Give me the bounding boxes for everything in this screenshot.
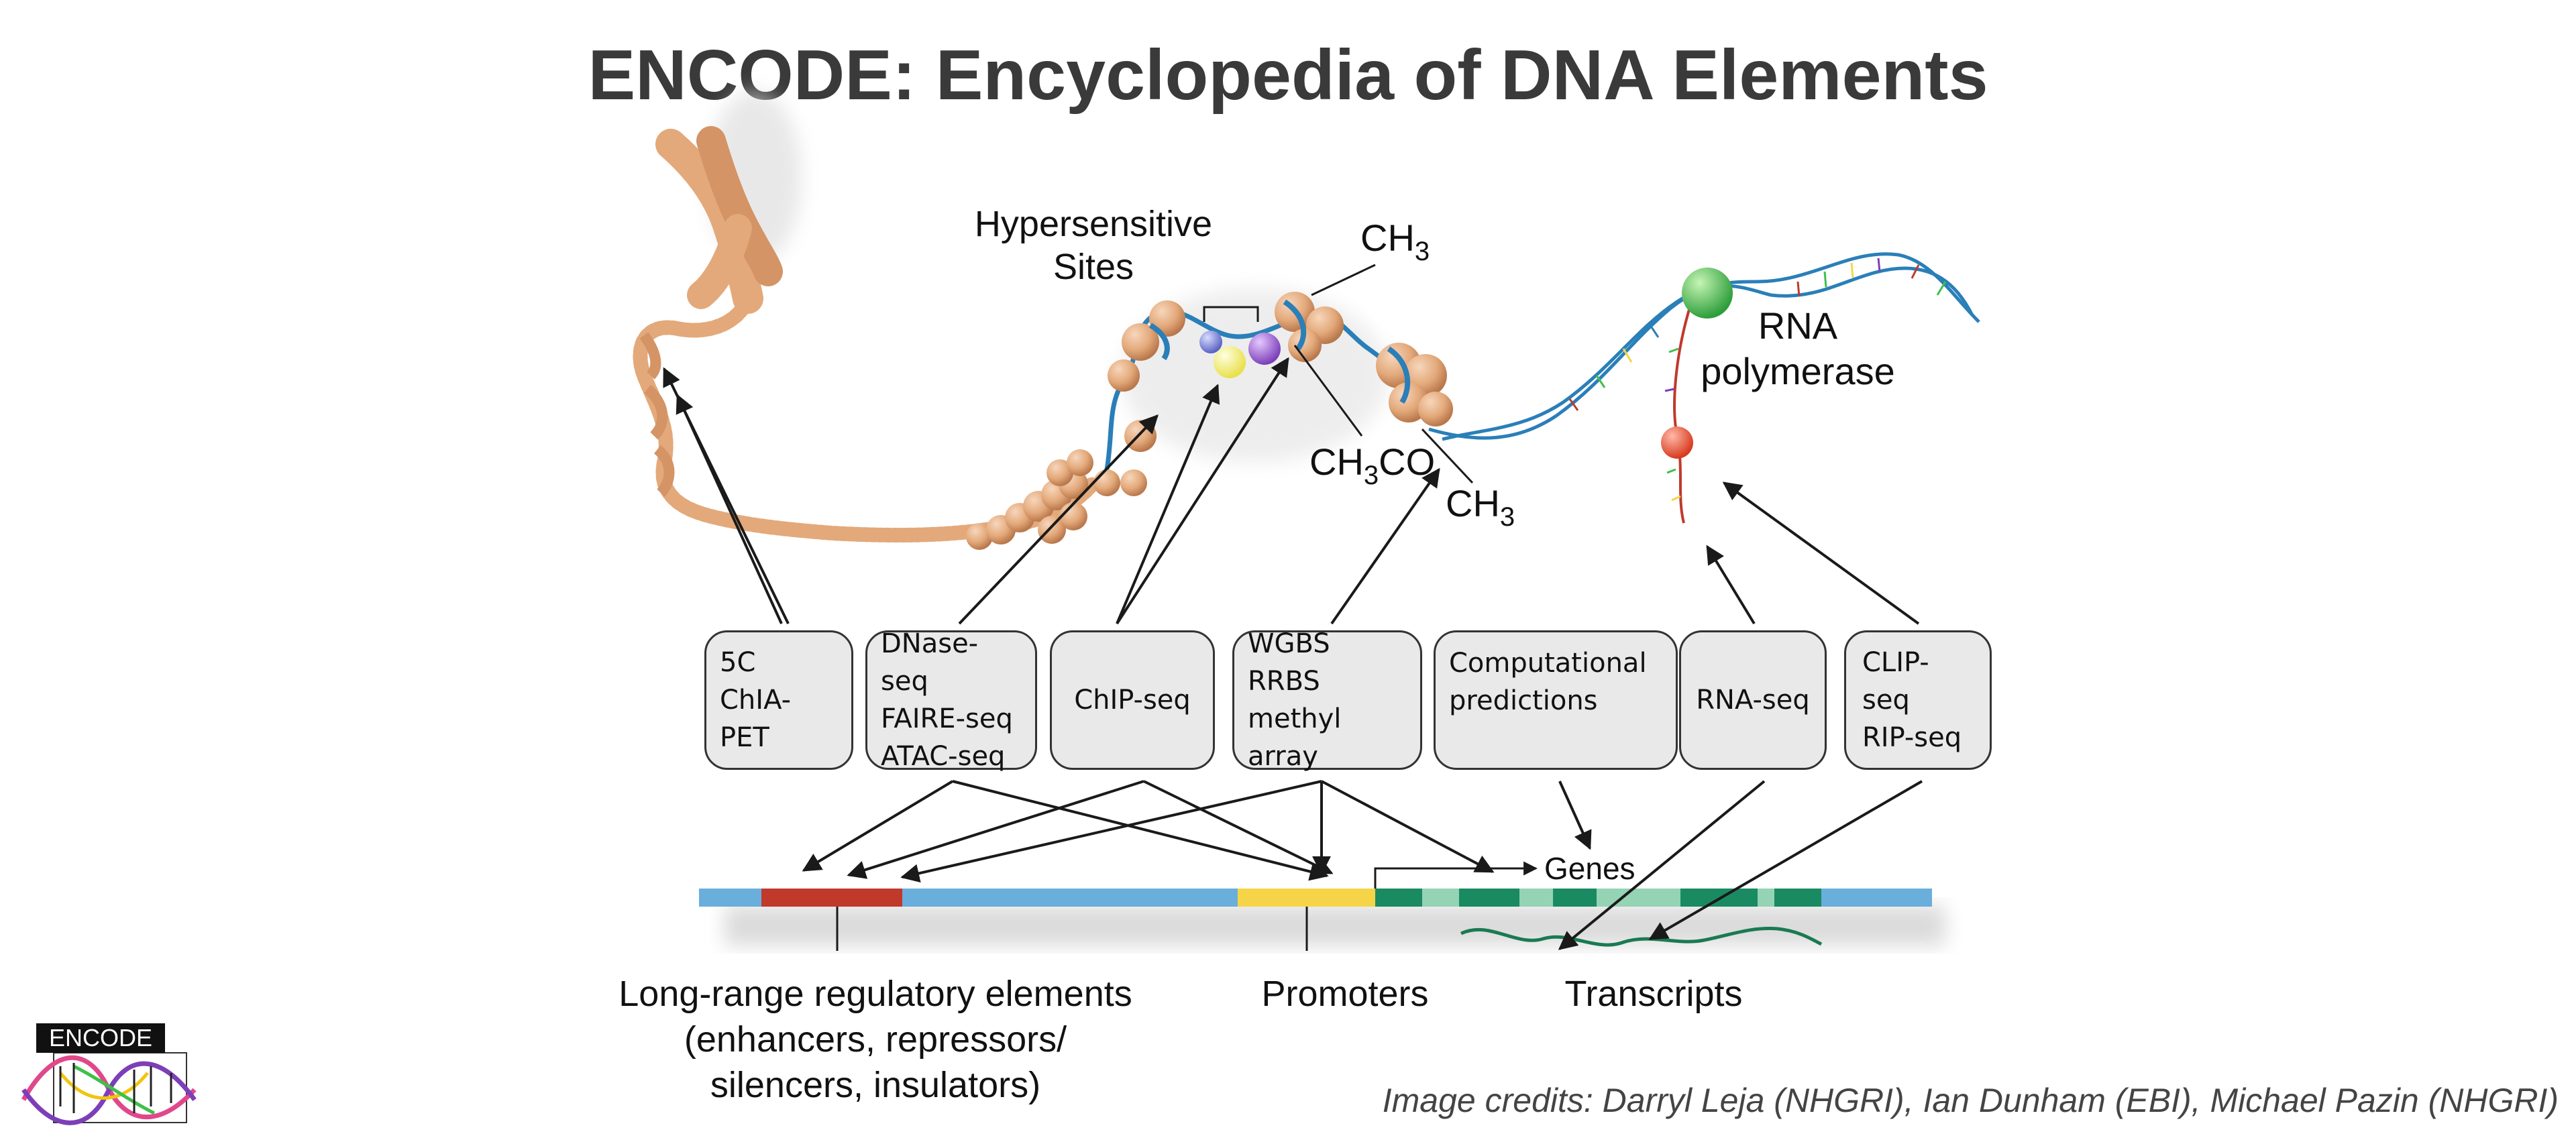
encode-logo-text: ENCODE — [36, 1023, 165, 1053]
assay-box-rnaseq: RNA-seq — [1679, 630, 1827, 770]
methyl-label-top: CH3 — [1360, 217, 1430, 266]
regulatory-element-region — [761, 889, 902, 907]
rna-binding-protein-icon — [1661, 426, 1693, 459]
chromosome-illustration — [655, 91, 802, 314]
image-credits: Image credits: Darryl Leja (NHGRI), Ian … — [1382, 1082, 2559, 1119]
assay-box-clip: CLIP-seq RIP-seq — [1844, 630, 1992, 770]
exon-1 — [1375, 889, 1422, 907]
assay-box-wgbs: WGBS RRBS methyl array — [1232, 628, 1422, 772]
assay-box-computational: Computational predictions — [1434, 630, 1678, 770]
assay-box-5c: 5C ChIA-PET — [704, 630, 853, 770]
assay-box-dnase: DNase-seq FAIRE-seq ATAC-seq — [865, 628, 1037, 772]
methyl-label-bottom: CH3 — [1446, 482, 1515, 532]
hypersensitive-sites-label: Hypersensitive Sites — [974, 204, 1213, 287]
exon-2 — [1459, 889, 1519, 907]
encode-logo-helix — [21, 1052, 197, 1125]
intron-3 — [1597, 889, 1680, 907]
transcript-wave — [1460, 927, 1823, 947]
assay-arrows — [663, 357, 1923, 950]
regulatory-elements-label: Long-range regulatory elements (enhancer… — [619, 974, 1132, 1105]
genes-label: Genes — [1544, 851, 1635, 886]
genome-track — [699, 861, 1945, 951]
transcripts-label: Transcripts — [1564, 974, 1743, 1014]
genome-bar-middle — [902, 889, 1238, 907]
exon-3 — [1553, 889, 1597, 907]
rna-polymerase-icon — [1682, 268, 1733, 319]
rna-polymerase-label: RNA polymerase — [1701, 304, 1895, 392]
intron-1 — [1422, 889, 1459, 907]
genome-bar-left — [699, 889, 761, 907]
chromatin-beads — [966, 449, 1093, 550]
intron-2 — [1519, 889, 1553, 907]
promoter-region — [1238, 889, 1375, 907]
assay-box-chip: ChIP-seq — [1050, 630, 1215, 770]
acetyl-label: CH3CO — [1309, 441, 1436, 490]
promoters-label: Promoters — [1261, 974, 1429, 1014]
nucleosome-array — [1093, 264, 1474, 496]
exon-5 — [1774, 889, 1821, 907]
page-title: ENCODE: Encyclopedia of DNA Elements — [588, 36, 1988, 115]
genome-bar-right — [1821, 889, 1932, 907]
